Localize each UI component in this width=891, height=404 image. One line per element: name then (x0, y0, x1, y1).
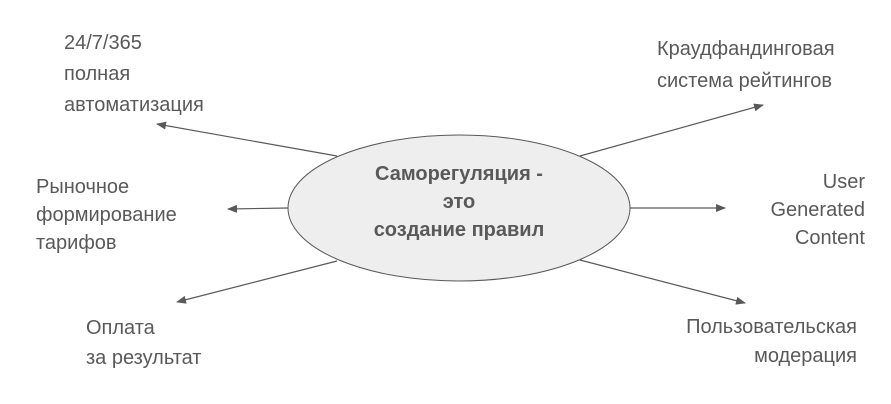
node-line: тарифов (36, 232, 117, 254)
node-line: Content (794, 227, 865, 249)
node-line: модерация (754, 345, 857, 367)
arrow-to-market-pricing (227, 204, 289, 213)
node-automation: 24/7/365 полная автоматизация (64, 28, 204, 121)
node-line: Оплата (86, 317, 155, 339)
node-line: Generated (770, 199, 865, 221)
arrows (156, 103, 764, 305)
center-title-line: это (442, 191, 476, 213)
arrow-to-automation (156, 121, 338, 157)
node-line: User (822, 171, 865, 193)
center-title-line: Саморегуляция - (375, 163, 543, 185)
node-line: формирование (36, 204, 177, 226)
node-ugc: User Generated Content (770, 168, 865, 252)
node-line: Пользовательская (686, 316, 857, 338)
node-line: полная (64, 63, 131, 85)
center-title-line: создание правил (373, 219, 545, 241)
node-pay-for-result: Оплата за результат (86, 313, 201, 373)
node-line: 24/7/365 (64, 32, 142, 54)
node-line: Рыночное (36, 176, 130, 198)
arrow-to-crowdfunding-rating (579, 103, 764, 157)
center-ellipse (287, 134, 631, 282)
node-line: система рейтингов (657, 70, 833, 92)
arrow-to-user-moderation (579, 259, 746, 305)
center-title: Саморегуляция - это создание правил (288, 160, 630, 244)
node-user-moderation: Пользовательская модерация (686, 313, 857, 371)
arrow-to-pay-for-result (176, 260, 338, 304)
node-line: за результат (86, 347, 202, 369)
node-line: автоматизация (64, 94, 204, 116)
node-crowdfunding-rating: Краудфандинговая система рейтингов (657, 33, 835, 97)
node-line: Краудфандинговая (657, 38, 835, 60)
node-market-pricing: Рыночное формирование тарифов (36, 173, 177, 257)
